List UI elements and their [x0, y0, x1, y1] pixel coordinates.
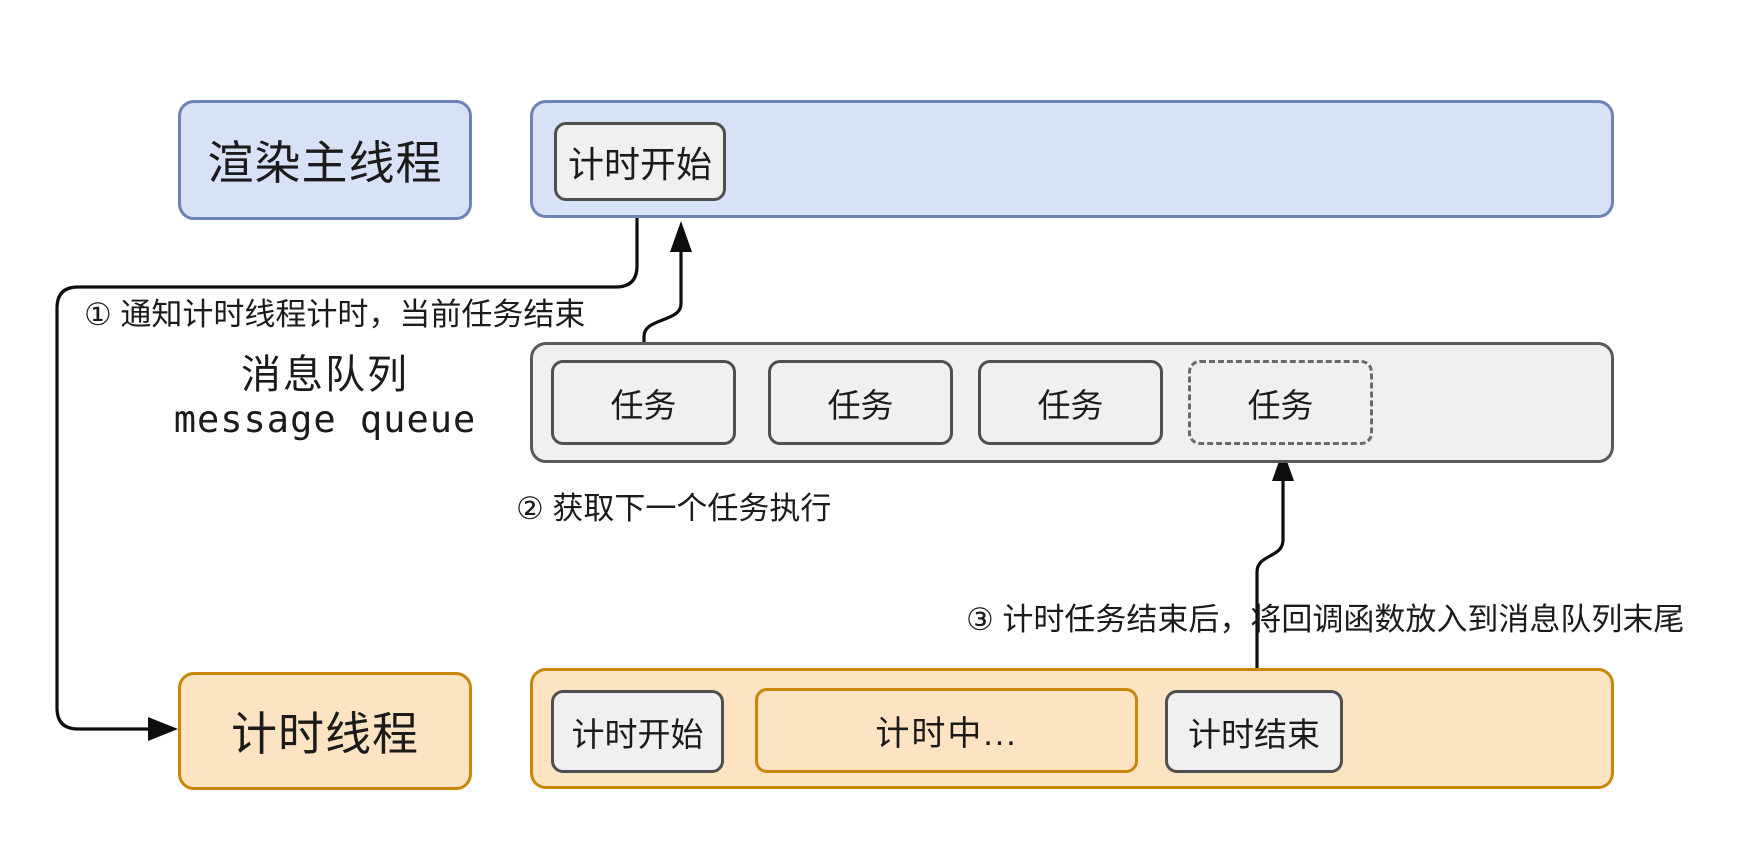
arrow-notify-timer-head	[148, 717, 178, 741]
timer-thread-label: 计时线程	[178, 672, 472, 790]
queue-task-pending: 任务	[1188, 360, 1373, 445]
arrow-next-task	[642, 221, 692, 362]
timer-end-box: 计时结束	[1165, 690, 1343, 773]
arrow-callback-enqueue	[1255, 450, 1294, 691]
message-queue-label-cn: 消息队列	[241, 353, 409, 397]
queue-task-1: 任务	[551, 360, 736, 445]
timer-running-box: 计时中...	[755, 688, 1138, 773]
annotation-step2: ② 获取下一个任务执行	[516, 491, 832, 526]
annotation-step3: ③ 计时任务结束后，将回调函数放入到消息队列末尾	[966, 602, 1685, 637]
annotation-step1: ① 通知计时线程计时，当前任务结束	[84, 297, 586, 332]
queue-task-2: 任务	[768, 360, 953, 445]
render-thread-label: 渲染主线程	[178, 100, 472, 220]
timer-start-box: 计时开始	[551, 690, 724, 773]
arrow-notify-timer	[55, 202, 639, 741]
arrow-next-task-head	[670, 221, 692, 252]
queue-task-3: 任务	[978, 360, 1163, 445]
message-queue-label: 消息队列 message queue	[140, 352, 510, 442]
render-thread-timer-start-box: 计时开始	[554, 122, 726, 201]
message-queue-label-en: message queue	[173, 398, 477, 441]
